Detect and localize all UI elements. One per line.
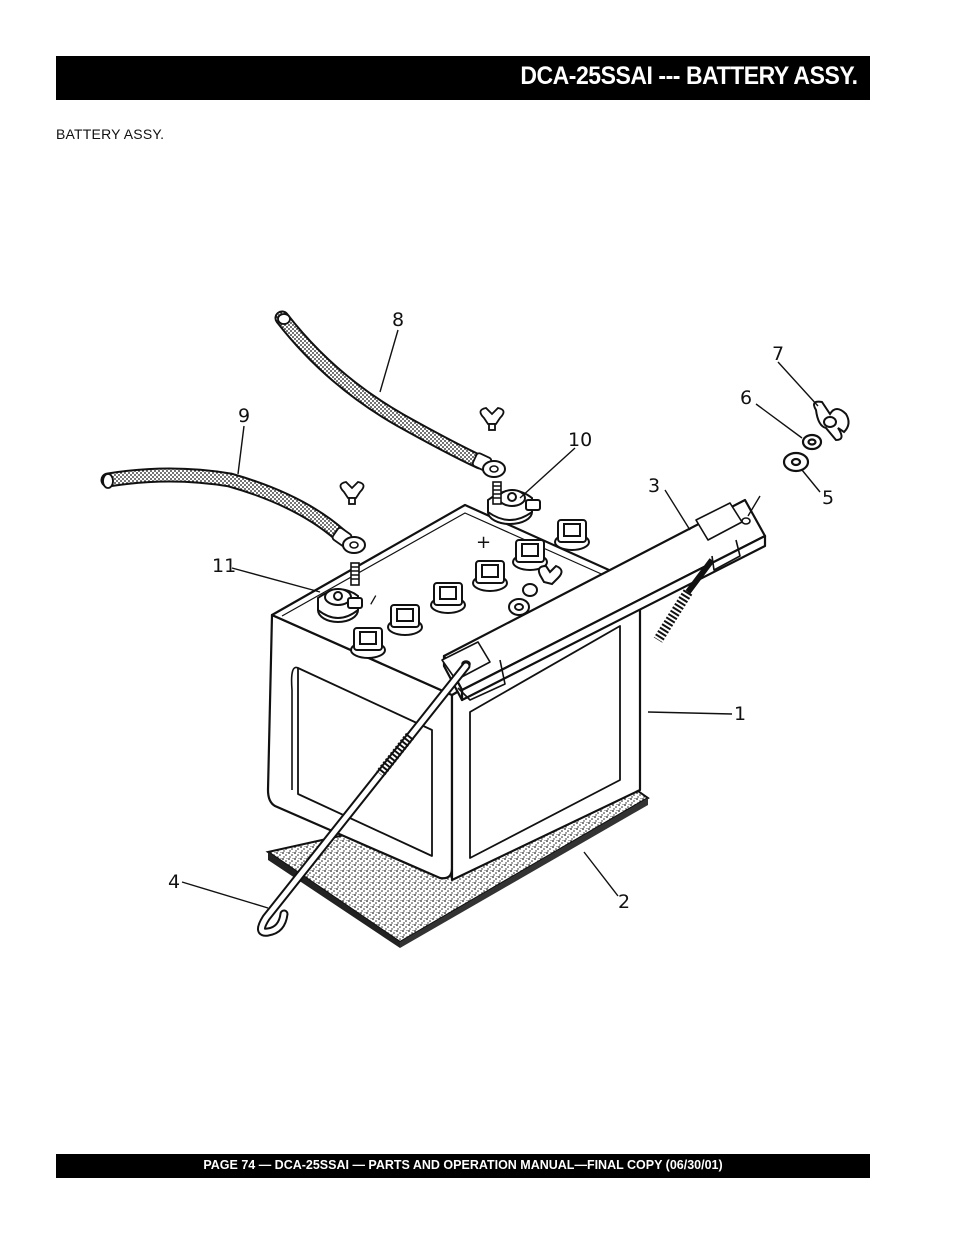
positive-terminal-bolt bbox=[492, 481, 502, 505]
leader-lines bbox=[181, 329, 821, 909]
page-footer-bar: PAGE 74 — DCA-25SSAI — PARTS AND OPERATI… bbox=[56, 1154, 870, 1178]
page-header-bar: DCA-25SSAI --- BATTERY ASSY. bbox=[56, 56, 870, 100]
negative-terminal-bolt bbox=[350, 562, 360, 586]
callout-10: 10 bbox=[568, 429, 592, 451]
j-bolt-rear bbox=[653, 558, 715, 643]
callout-4: 4 bbox=[168, 871, 180, 893]
vent-caps bbox=[350, 519, 590, 659]
section-label: BATTERY ASSY. bbox=[56, 126, 165, 142]
callout-9: 9 bbox=[238, 405, 250, 427]
callout-7: 7 bbox=[772, 343, 784, 365]
positive-mark: + bbox=[476, 532, 491, 553]
page-footer-text: PAGE 74 — DCA-25SSAI — PARTS AND OPERATI… bbox=[203, 1158, 723, 1172]
wing-nut-positive bbox=[479, 407, 505, 431]
callout-11: 11 bbox=[212, 555, 236, 577]
lock-washer bbox=[801, 433, 823, 451]
wing-nut-negative bbox=[339, 481, 365, 505]
negative-terminal-clamp bbox=[317, 588, 363, 623]
callout-3: 3 bbox=[648, 475, 660, 497]
j-bolt-front bbox=[257, 661, 471, 937]
callout-8: 8 bbox=[392, 309, 404, 331]
wing-nut bbox=[813, 400, 850, 442]
callout-1: 1 bbox=[734, 703, 746, 725]
negative-cable bbox=[100, 467, 366, 554]
hold-down-bracket bbox=[441, 498, 767, 702]
callout-2: 2 bbox=[618, 891, 630, 913]
page-title: DCA-25SSAI --- BATTERY ASSY. bbox=[520, 62, 859, 90]
callout-6: 6 bbox=[740, 387, 752, 409]
front-bolt-washer bbox=[508, 564, 563, 616]
callout-5: 5 bbox=[822, 487, 834, 509]
positive-cable bbox=[274, 310, 506, 478]
flat-washer bbox=[782, 451, 810, 473]
